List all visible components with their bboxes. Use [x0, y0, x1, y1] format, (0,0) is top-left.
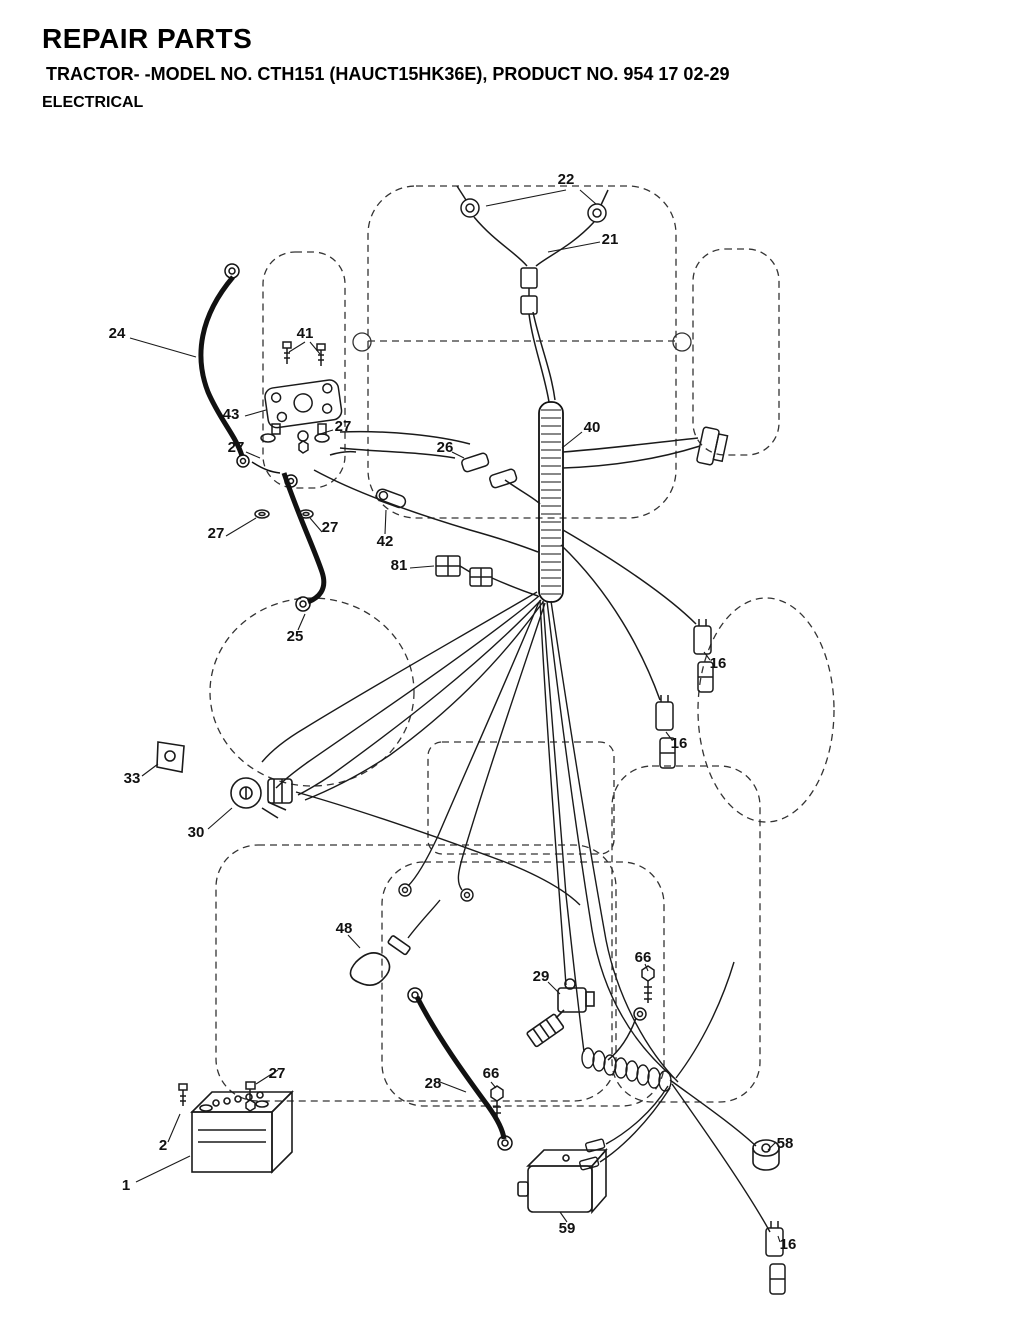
harness-lower-left — [398, 601, 546, 939]
callout-59: 59 — [559, 1220, 576, 1237]
callout-28: 28 — [425, 1075, 442, 1092]
battery-1 — [190, 1090, 294, 1174]
interlock-switch-29 — [526, 978, 595, 1048]
callout-48: 48 — [336, 920, 353, 937]
harness-down-right — [539, 599, 679, 1083]
connector-16-b — [655, 695, 676, 769]
junction-branches — [579, 961, 771, 1233]
callout-58: 58 — [777, 1135, 794, 1152]
callout-16: 16 — [671, 735, 688, 752]
callout-41: 41 — [297, 325, 314, 342]
tractor-body-outlines — [209, 185, 835, 1107]
callout-42: 42 — [377, 533, 394, 550]
connector-81 — [435, 555, 539, 597]
battery-cable-24 — [198, 263, 250, 468]
terminal-boot-48 — [349, 935, 411, 986]
connector-16-a — [693, 619, 714, 693]
battery-cable-25 — [251, 461, 327, 612]
headlight-wiring — [456, 185, 609, 403]
callout-29: 29 — [533, 968, 550, 985]
callout-1: 1 — [122, 1177, 130, 1194]
ground-cable-28 — [407, 987, 513, 1151]
page-title: REPAIR PARTS — [42, 23, 253, 54]
fuse-26 — [461, 452, 541, 505]
callout-25: 25 — [287, 628, 304, 645]
bracket-33 — [156, 741, 185, 773]
connector-16-c — [765, 1221, 786, 1295]
mounting-screws-41 — [282, 341, 326, 366]
callout-27: 27 — [269, 1065, 286, 1082]
callout-27: 27 — [322, 519, 339, 536]
callout-16: 16 — [710, 655, 727, 672]
callout-27: 27 — [228, 439, 245, 456]
callout-30: 30 — [188, 824, 205, 841]
spiral-wrap — [581, 1047, 672, 1092]
relay-module-59 — [517, 1147, 608, 1215]
ignition-switch-30 — [230, 777, 293, 819]
callout-16: 16 — [780, 1236, 797, 1253]
callout-27: 27 — [208, 525, 225, 542]
screw-66-a — [607, 965, 655, 1061]
battery-bolt-27 — [245, 1081, 256, 1112]
section-label: ELECTRICAL — [42, 94, 144, 112]
model-subtitle: TRACTOR- -MODEL NO. CTH151 (HAUCT15HK36E… — [46, 64, 730, 85]
callout-26: 26 — [437, 439, 454, 456]
callout-22: 22 — [558, 171, 575, 188]
callout-81: 81 — [391, 557, 408, 574]
callout-2: 2 — [159, 1137, 167, 1154]
harness-left-branches — [261, 591, 581, 906]
callout-33: 33 — [124, 770, 141, 787]
hood-fastener-holes — [352, 332, 692, 352]
callout-labels: 22 21 24 41 43 27 26 40 27 27 27 42 81 2… — [109, 171, 797, 1253]
terminal-42 — [375, 488, 407, 509]
page-header: REPAIR PARTS TRACTOR- -MODEL NO. CTH151 … — [42, 24, 729, 112]
callout-21: 21 — [602, 231, 619, 248]
main-harness-loom — [538, 401, 564, 603]
callout-66: 66 — [483, 1065, 500, 1082]
battery-screw-2 — [178, 1083, 188, 1106]
callout-40: 40 — [584, 419, 601, 436]
callout-43: 43 — [223, 406, 240, 423]
callout-27: 27 — [335, 418, 352, 435]
solenoid-assembly — [254, 341, 539, 553]
component-58 — [752, 1139, 780, 1171]
callout-leader-lines — [129, 189, 781, 1243]
callout-66: 66 — [635, 949, 652, 966]
callout-24: 24 — [109, 325, 126, 342]
harness-right-branches — [560, 426, 729, 701]
